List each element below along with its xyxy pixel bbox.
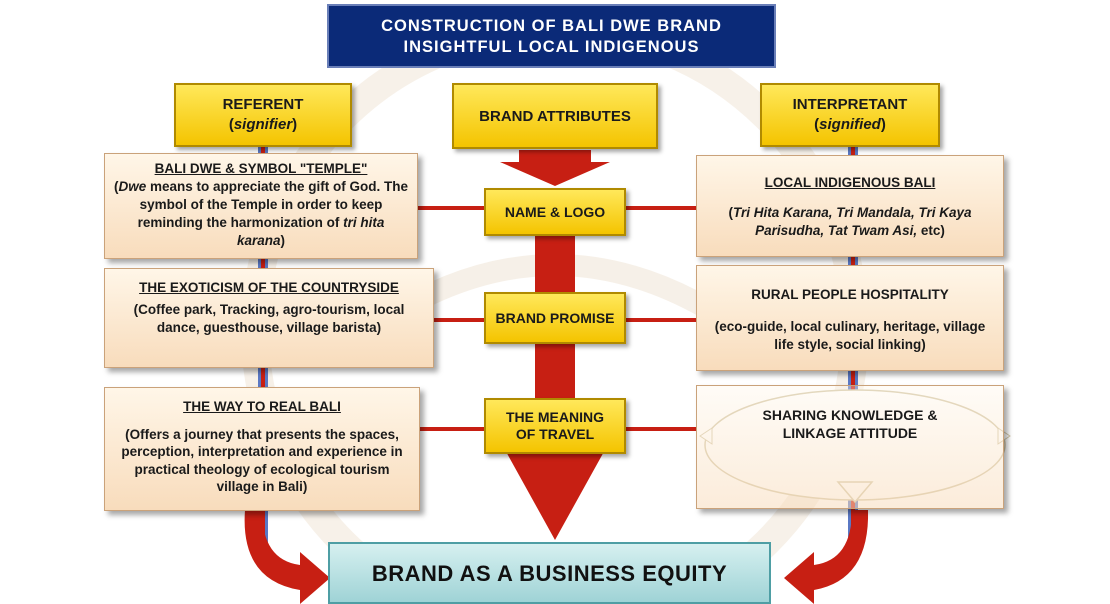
right-box-1-tail: etc) <box>917 223 945 238</box>
left-box-bali-dwe: BALI DWE & SYMBOL "TEMPLE" (Dwe means to… <box>104 153 418 259</box>
right-box-local-indigenous: LOCAL INDIGENOUS BALI (Tri Hita Karana, … <box>696 155 1004 257</box>
referent-box: REFERENT (signifier) <box>174 83 352 147</box>
left-box-1-heading: BALI DWE & SYMBOL "TEMPLE" <box>154 161 368 176</box>
left-box-exoticism: THE EXOTICISM OF THE COUNTRYSIDE (Coffee… <box>104 268 434 368</box>
left-curve-arrow <box>244 510 330 604</box>
meaning-line-1: THE MEANING <box>506 409 604 425</box>
referent-sub: signifier <box>233 116 293 133</box>
left-box-2-heading: THE EXOTICISM OF THE COUNTRYSIDE <box>139 280 399 295</box>
right-box-2-body: (eco-guide, local culinary, heritage, vi… <box>714 319 986 352</box>
left-box-1-italic: Dwe <box>118 179 147 194</box>
left-box-3-heading: THE WAY TO REAL BALI <box>183 399 341 414</box>
left-box-1-italic-tail: tri hita karana <box>236 215 385 248</box>
right-box-2-heading: RURAL PEOPLE HOSPITALITY <box>751 287 949 302</box>
right-curve-arrow <box>784 510 869 604</box>
meaning-line-2: OF TRAVEL <box>515 426 595 442</box>
brand-equity-label: BRAND AS A BUSINESS EQUITY <box>371 561 728 586</box>
left-box-2-body: (Coffee park, Tracking, agro-tourism, lo… <box>133 302 405 335</box>
right-box-3-heading-1: SHARING KNOWLEDGE & <box>762 407 938 423</box>
name-logo-label: NAME & LOGO <box>504 203 606 220</box>
referent-label: REFERENT <box>222 96 304 113</box>
interpretant-label: INTERPRETANT <box>792 96 908 113</box>
left-box-way-to-real-bali: THE WAY TO REAL BALI (Offers a journey t… <box>104 387 420 511</box>
top-arrow <box>500 150 610 186</box>
brand-attributes-label: BRAND ATTRIBUTES <box>479 107 631 125</box>
left-box-1-body: means to appreciate the gift of God. The… <box>137 179 409 230</box>
right-box-sharing-knowledge: SHARING KNOWLEDGE & LINKAGE ATTITUDE <box>696 385 1004 509</box>
left-box-3-body: (Offers a journey that presents the spac… <box>121 426 403 495</box>
title-line-1: CONSTRUCTION OF BALI DWE BRAND <box>381 17 722 35</box>
diagram-title: CONSTRUCTION OF BALI DWE BRAND INSIGHTFU… <box>327 4 776 68</box>
brand-equity-box: BRAND AS A BUSINESS EQUITY <box>328 542 771 604</box>
right-box-1-heading: LOCAL INDIGENOUS BALI <box>764 175 936 190</box>
brand-promise-box: BRAND PROMISE <box>484 292 626 344</box>
right-box-3-heading-2: LINKAGE ATTITUDE <box>782 425 918 441</box>
interpretant-box: INTERPRETANT (signified) <box>760 83 940 147</box>
center-arrow <box>504 230 606 540</box>
right-box-hospitality: RURAL PEOPLE HOSPITALITY (eco-guide, loc… <box>696 265 1004 371</box>
meaning-of-travel-box: THE MEANING OF TRAVEL <box>484 398 626 454</box>
right-box-1-italic: Tri Hita Karana, Tri Mandala, Tri Kaya P… <box>732 205 972 238</box>
title-line-2: INSIGHTFUL LOCAL INDIGENOUS <box>403 38 700 56</box>
brand-attributes-box: BRAND ATTRIBUTES <box>452 83 658 149</box>
brand-promise-label: BRAND PROMISE <box>495 309 615 326</box>
name-logo-box: NAME & LOGO <box>484 188 626 236</box>
interpretant-sub: signified <box>819 116 881 133</box>
